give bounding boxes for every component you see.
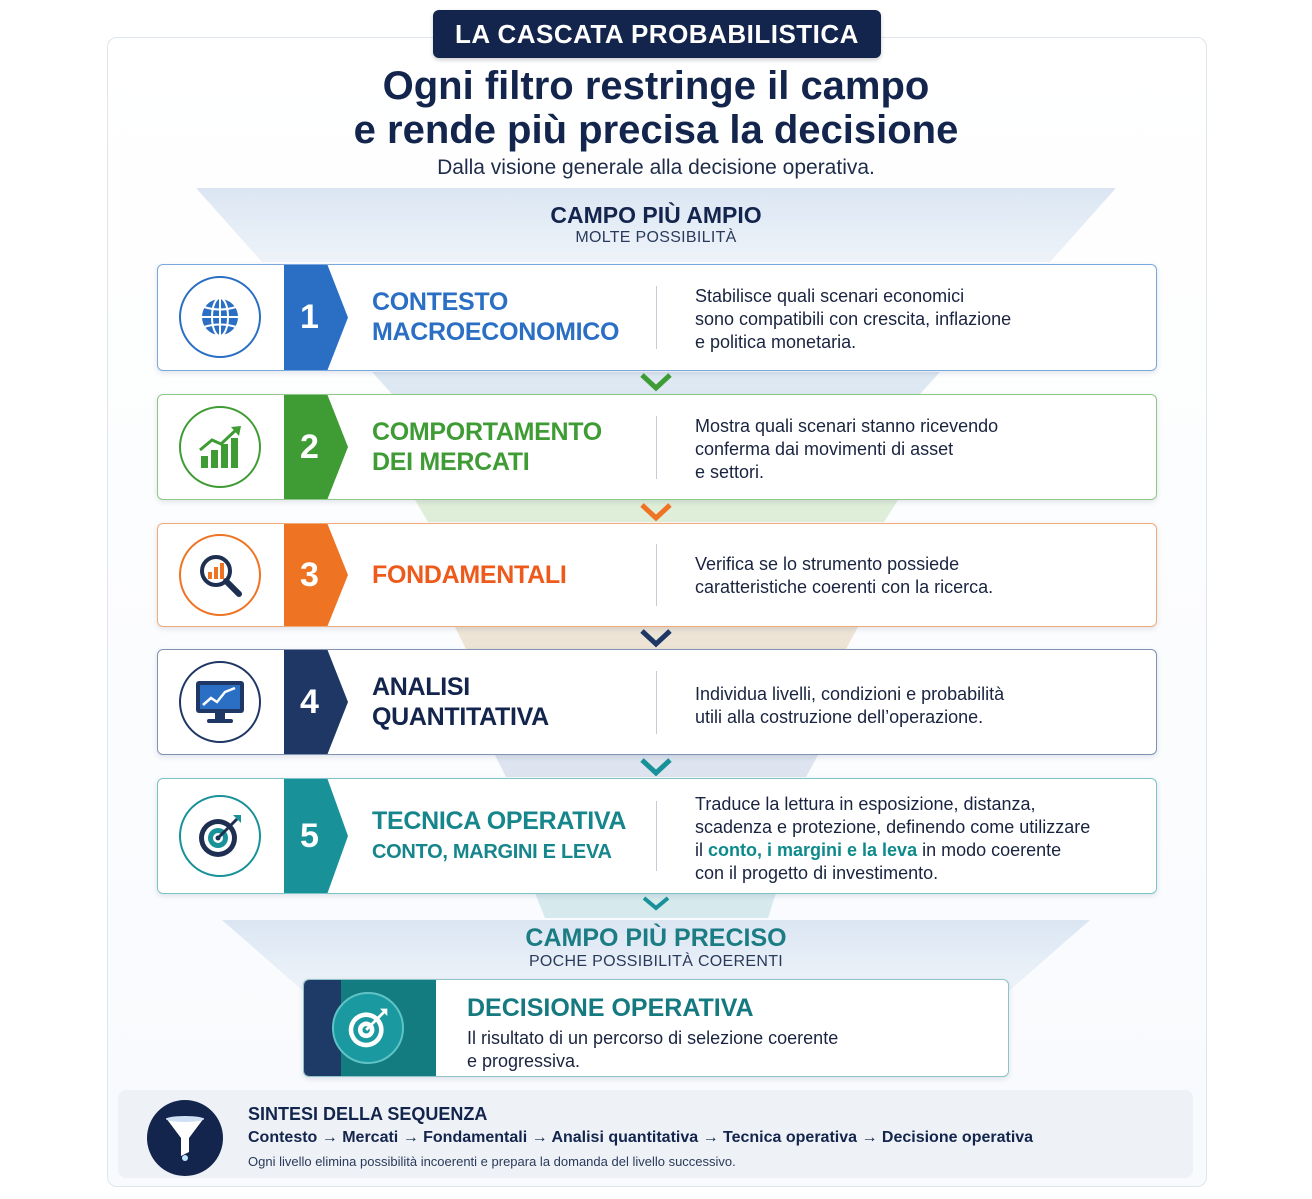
step-4-title: ANALISI QUANTITATIVA [372,672,549,732]
funnel-band-1 [372,372,940,394]
chevron-down-icon [640,503,672,522]
step-card-3: 3 FONDAMENTALI Verifica se lo strumento … [157,523,1157,627]
summary-title: SINTESI DELLA SEQUENZA [248,1104,488,1124]
decision-desc-line-1: Il risultato di un percorso di selezione… [467,1028,839,1048]
step-5-number: 5 [284,779,348,893]
summary-icon-circle [147,1100,223,1176]
step-1-title-line-2: MACROECONOMICO [372,318,620,346]
summary-box: SINTESI DELLA SEQUENZA Contesto → Mercat… [118,1090,1193,1178]
step-card-1: 1 CONTESTO MACROECONOMICO Stabilisce qua… [157,264,1157,371]
decision-card: DECISIONE OPERATIVA Il risultato di un p… [303,979,1009,1077]
step-5-subtitle: CONTO, MARGINI E LEVA [372,841,612,863]
subheadline: Dalla visione generale alla decisione op… [437,156,875,179]
step-2-description: Mostra quali scenari stanno ricevendo co… [695,415,1135,484]
step-3-desc-line-1: Verifica se lo strumento possiede [695,554,960,574]
headline-line-2: e rende più precisa la decisione [353,108,959,152]
step-4-description: Individua livelli, condizioni e probabil… [695,683,1135,729]
step-5-desc-line-1: Traduce la lettura in esposizione, dista… [695,794,1036,814]
step-3-title-line-1: FONDAMENTALI [372,561,567,589]
bar-chart-up-icon [199,426,241,468]
decision-description: Il risultato di un percorso di selezione… [467,1027,987,1073]
step-4-desc-line-2: utili alla costruzione dell’operazione. [695,707,984,727]
step-4-number: 4 [284,650,348,754]
target-icon [348,1008,388,1048]
step-1-desc-line-2: sono compatibili con crescita, inflazion… [695,309,1012,329]
decision-color-panel [304,980,436,1076]
step-2-desc-line-2: conferma dai movimenti di asset [695,439,954,459]
step-4-title-line-1: ANALISI [372,673,470,701]
decision-title: DECISIONE OPERATIVA [467,994,754,1022]
banner-title: LA CASCATA PROBABILISTICA [433,10,881,58]
step-2-number: 2 [284,395,348,499]
step-1-title-line-1: CONTESTO [372,288,509,316]
step-5-desc-line-3-post: in modo coerente [922,840,1062,860]
step-3-description: Verifica se lo strumento possiede caratt… [695,553,1135,599]
step-2-title-line-2: DEI MERCATI [372,448,530,476]
step-5-desc-line-3-pre: il [695,840,703,860]
step-4-divider [656,671,657,734]
step-4-icon-circle [179,661,261,743]
step-card-4: 4 ANALISI QUANTITATIVA Individua livelli… [157,649,1157,755]
step-5-desc-line-3: il conto, i margini e la leva in modo co… [695,839,1145,862]
decision-desc-line-2: e progressiva. [467,1051,581,1071]
step-1-number: 1 [284,265,348,370]
step-5-desc-line-2: scadenza e protezione, definendo come ut… [695,817,1091,837]
step-4-desc-line-1: Individua livelli, condizioni e probabil… [695,684,1005,704]
step-1-desc-line-3: e politica monetaria. [695,332,857,352]
funnel-bottom-title: CAMPO PIÙ PRECISO [525,924,787,952]
step-1-desc-line-1: Stabilisce quali scenari economici [695,286,965,306]
funnel-top-title: CAMPO PIÙ AMPIO [550,202,762,228]
step-1-icon-circle [179,276,261,358]
step-2-icon-circle [179,406,261,488]
step-5-description: Traduce la lettura in esposizione, dista… [695,793,1145,885]
step-5-desc-line-4: con il progetto di investimento. [695,863,939,883]
chevron-down-icon [640,373,672,392]
step-card-2: 2 COMPORTAMENTO DEI MERCATI Mostra quali… [157,394,1157,500]
step-3-divider [656,544,657,606]
headline-line-1: Ogni filtro restringe il campo [382,64,930,108]
step-5-divider [656,801,657,871]
step-2-title-line-1: COMPORTAMENTO [372,418,602,446]
step-1-divider [656,286,657,349]
funnel-band-4 [495,755,818,777]
step-2-title: COMPORTAMENTO DEI MERCATI [372,417,602,477]
funnel-band-2 [415,500,898,522]
decision-icon-circle [332,992,404,1064]
step-2-divider [656,416,657,479]
step-1-description: Stabilisce quali scenari economici sono … [695,285,1135,354]
step-1-title: CONTESTO MACROECONOMICO [372,287,619,347]
step-card-5: 5 TECNICA OPERATIVA CONTO, MARGINI E LEV… [157,778,1157,894]
funnel-top-band [196,188,1116,262]
summary-sequence: Contesto → Mercati → Fondamentali → Anal… [248,1129,1034,1146]
step-3-title: FONDAMENTALI [372,560,567,590]
step-2-desc-line-1: Mostra quali scenari stanno ricevendo [695,416,999,436]
monitor-chart-icon [196,681,244,723]
step-2-desc-line-3: e settori. [695,462,765,482]
step-3-number: 3 [284,524,348,626]
step-3-desc-line-2: caratteristiche coerenti con la ricerca. [695,577,994,597]
funnel-top-caption: CAMPO PIÙ AMPIO MOLTE POSSIBILITÀ [400,202,912,247]
headline: Ogni filtro restringe il campo e rende p… [200,64,1112,152]
funnel-bottom-band [222,920,1090,990]
funnel-icon [166,1116,204,1161]
step-5-title: TECNICA OPERATIVA CONTO, MARGINI E LEVA [372,806,626,866]
funnel-bottom-caption: CAMPO PIÙ PRECISO POCHE POSSIBILITÀ COER… [400,924,912,971]
funnel-bottom-subtitle: POCHE POSSIBILITÀ COERENTI [528,953,784,970]
funnel-band-3 [455,627,858,649]
step-5-desc-highlight: conto, i margini e la leva [708,840,918,860]
magnifier-chart-icon [200,555,242,597]
globe-icon [200,297,240,337]
target-icon [199,815,241,857]
summary-note: Ogni livello elimina possibilità incoere… [248,1154,736,1169]
step-3-icon-circle [179,534,261,616]
step-5-title-line-1: TECNICA OPERATIVA [372,807,627,835]
step-4-title-line-2: QUANTITATIVA [372,703,549,731]
step-5-icon-circle [179,795,261,877]
chevron-down-icon [640,629,672,648]
chevron-down-icon [640,758,672,777]
chevron-down-icon [642,896,670,911]
funnel-top-subtitle: MOLTE POSSIBILITÀ [575,229,737,246]
